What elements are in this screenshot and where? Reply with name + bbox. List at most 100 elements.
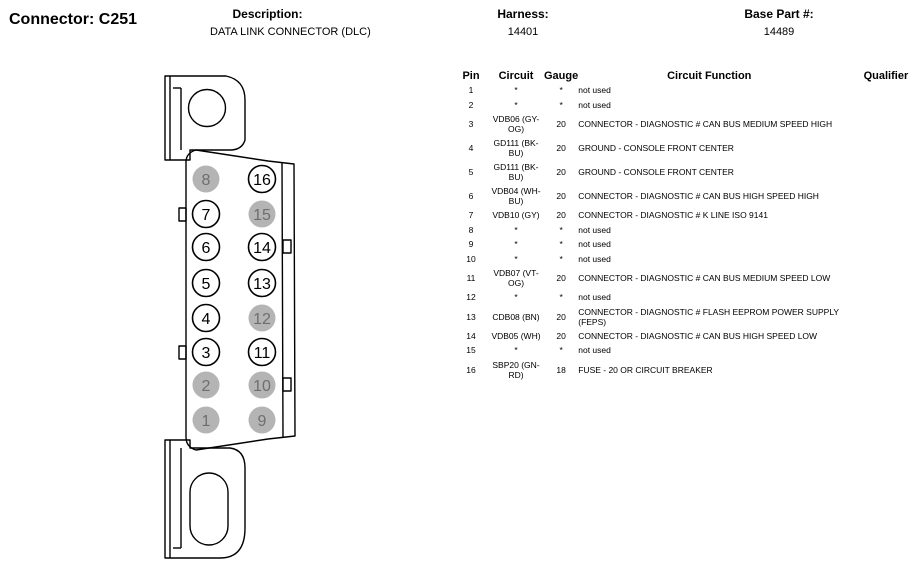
gauge-cell: 20 bbox=[556, 119, 566, 129]
harness-label: Harness: bbox=[497, 7, 549, 21]
pin-number: 12 bbox=[253, 311, 271, 328]
pin-cell: 2 bbox=[468, 99, 474, 110]
qualifier-cell bbox=[840, 184, 908, 208]
gauge-cell: 20 bbox=[556, 311, 566, 322]
circuit-function-cell: not used bbox=[578, 85, 611, 96]
circuit-function-cell: GROUND - CONSOLE FRONT CENTER bbox=[578, 143, 734, 153]
pin-number: 3 bbox=[202, 345, 211, 362]
circuit-cell: * bbox=[514, 253, 518, 264]
lower-mounting-tab bbox=[164, 439, 246, 559]
pin-4: 4 bbox=[191, 303, 221, 333]
qualifier-cell bbox=[840, 252, 908, 267]
pin-number: 9 bbox=[258, 413, 267, 430]
right-key-lower bbox=[282, 377, 292, 392]
gauge-cell: 18 bbox=[556, 364, 566, 375]
qualifier-cell bbox=[840, 136, 908, 160]
circuit-cell: * bbox=[514, 292, 518, 303]
pin-cell: 14 bbox=[466, 330, 476, 341]
gauge-cell: * bbox=[559, 253, 563, 264]
qualifier-cell bbox=[840, 112, 908, 136]
circuit-function-cell: GROUND - CONSOLE FRONT CENTER bbox=[578, 167, 734, 177]
pin-cell: 5 bbox=[468, 167, 474, 177]
circuit-cell: * bbox=[514, 239, 518, 250]
pin-8: 8 bbox=[192, 165, 220, 193]
unused-pin-circle bbox=[192, 371, 220, 399]
connector-shell bbox=[185, 149, 296, 451]
qualifier-cell bbox=[840, 83, 908, 98]
circuit-cell: VDB06 (GY-OG) bbox=[492, 114, 540, 134]
pin-cell: 15 bbox=[466, 345, 476, 356]
used-pin-circle bbox=[247, 268, 277, 298]
circuit-cell: * bbox=[514, 85, 518, 96]
pin-number: 5 bbox=[202, 276, 211, 293]
circuit-cell: VDB07 (VT-OG) bbox=[493, 268, 539, 288]
pin-5: 5 bbox=[191, 268, 221, 298]
header-circuit-function: Circuit Function bbox=[667, 69, 752, 82]
circuit-function-cell: not used bbox=[578, 224, 611, 235]
unused-pin-circle bbox=[248, 304, 276, 332]
pin-15: 15 bbox=[248, 200, 276, 228]
base-part-label: Base Part #: bbox=[744, 7, 814, 21]
pin-1: 1 bbox=[192, 406, 220, 434]
pin-13: 13 bbox=[247, 268, 277, 298]
left-key-upper bbox=[178, 207, 187, 222]
harness-value: 14401 bbox=[507, 26, 539, 38]
qualifier-cell bbox=[840, 237, 908, 252]
circuit-function-cell: CONNECTOR - DIAGNOSTIC # CAN BUS HIGH SP… bbox=[578, 191, 819, 201]
pin-10: 10 bbox=[248, 371, 276, 399]
base-part-value: 14489 bbox=[763, 26, 795, 38]
used-pin-circle bbox=[191, 268, 221, 298]
circuit-function-cell: not used bbox=[578, 99, 611, 110]
pin-number: 1 bbox=[202, 413, 211, 430]
unused-pin-circle bbox=[248, 406, 276, 434]
gauge-cell: 20 bbox=[556, 191, 566, 201]
unused-pin-circle bbox=[192, 406, 220, 434]
used-pin-circle bbox=[191, 303, 221, 333]
unused-pin-circle bbox=[248, 200, 276, 228]
qualifier-cell bbox=[840, 329, 908, 344]
right-key-upper bbox=[282, 239, 292, 254]
circuit-cell: GD111 (BK-BU) bbox=[493, 162, 539, 182]
circuit-function-cell: CONNECTOR - DIAGNOSTIC # CAN BUS MEDIUM … bbox=[578, 273, 831, 283]
circuit-cell: * bbox=[514, 345, 518, 356]
harness-block: Harness: 14401 bbox=[488, 7, 558, 39]
circuit-function-cell: not used bbox=[578, 239, 611, 250]
used-pin-circle bbox=[191, 199, 221, 229]
gauge-cell: 20 bbox=[556, 167, 566, 177]
used-pin-circle bbox=[191, 232, 221, 262]
upper-mounting-tab bbox=[164, 75, 246, 161]
circuit-cell: VDB05 (WH) bbox=[491, 330, 541, 341]
circuit-function-cell: CONNECTOR - DIAGNOSTIC # FLASH EEPROM PO… bbox=[578, 306, 839, 327]
table-row: 5 GD111 (BK-BU) 20 GROUND - CONSOLE FRONT C… bbox=[454, 160, 908, 184]
pin-6: 6 bbox=[191, 232, 221, 262]
pin-12: 12 bbox=[248, 304, 276, 332]
pin-number: 10 bbox=[253, 378, 271, 395]
pin-number: 13 bbox=[253, 276, 271, 293]
pin-number: 4 bbox=[202, 311, 211, 328]
pin-7: 7 bbox=[191, 199, 221, 229]
table-row: 12**not used bbox=[454, 290, 908, 305]
circuit-function-cell: not used bbox=[578, 345, 611, 356]
description-block: Description: DATA LINK CONNECTOR (DLC) bbox=[210, 7, 371, 39]
pin-14: 14 bbox=[247, 232, 277, 262]
pin-number: 15 bbox=[253, 207, 271, 224]
gauge-cell: * bbox=[559, 224, 563, 235]
pin-cell: 6 bbox=[468, 191, 474, 201]
description-value: DATA LINK CONNECTOR (DLC) bbox=[210, 26, 371, 38]
pin-table: Pin Circuit Gauge Circuit Function Quali… bbox=[454, 68, 908, 382]
gauge-cell: 20 bbox=[556, 143, 566, 153]
table-row: 1**not used bbox=[454, 83, 908, 98]
table-row: 2**not used bbox=[454, 98, 908, 113]
gauge-cell: * bbox=[559, 85, 563, 96]
circuit-cell: * bbox=[514, 224, 518, 235]
connector-title: Connector: C251 bbox=[9, 11, 138, 28]
qualifier-cell bbox=[840, 160, 908, 184]
left-key-lower bbox=[178, 345, 187, 360]
pin-number: 6 bbox=[202, 240, 211, 257]
circuit-cell: VDB10 (GY) bbox=[492, 210, 540, 221]
circuit-function-cell: FUSE - 20 OR CIRCUIT BREAKER bbox=[578, 364, 713, 375]
